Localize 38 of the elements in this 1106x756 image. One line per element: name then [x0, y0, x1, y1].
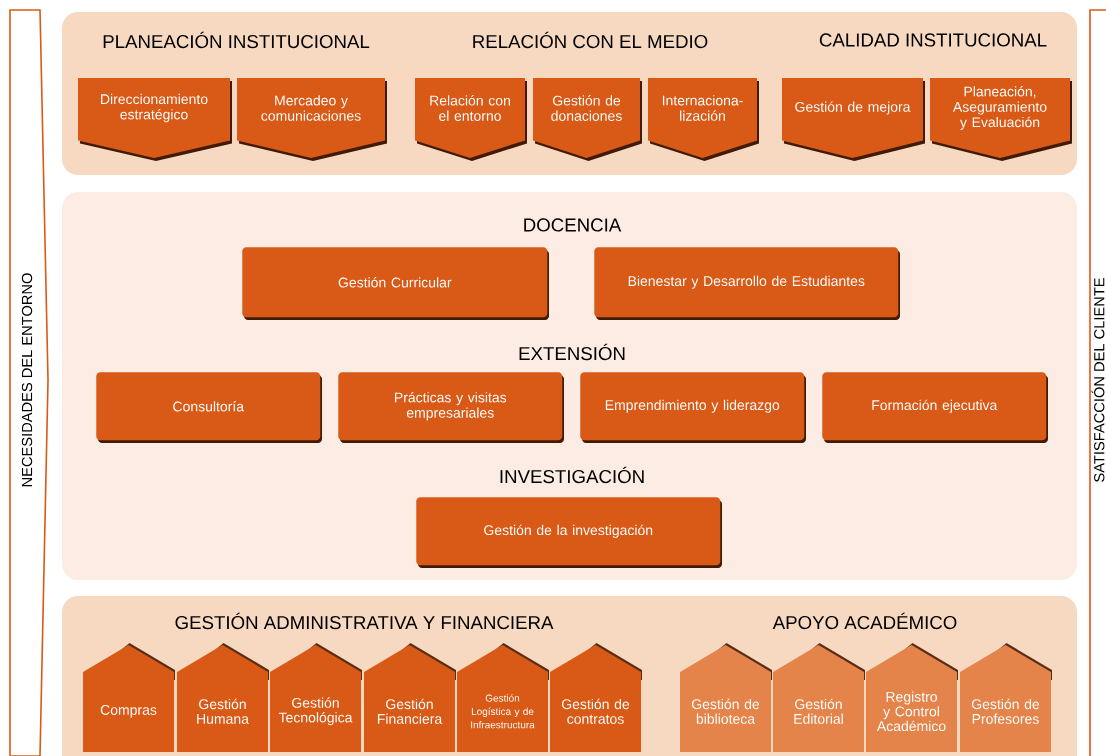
process-box: Gestión de la investigación	[416, 497, 722, 568]
node-label: Gestión Tecnológica	[278, 697, 353, 726]
section-heading: DOCENCIA	[524, 218, 622, 232]
node-label: Gestión Humana	[197, 698, 249, 724]
section-heading: GESTIÓN ADMINISTRATIVA Y FINANCIERA	[175, 612, 554, 630]
process-box: Gestión Curricular	[242, 247, 549, 320]
house-box: Compras	[83, 643, 175, 752]
node-label: Registro y Control Académico	[876, 691, 946, 732]
section-heading: INVESTIGACIÓN	[500, 466, 644, 484]
section-heading: RELACIÓN CON EL MEDIO	[473, 31, 708, 49]
process-box: Bienestar y Desarrollo de Estudiantes	[594, 247, 900, 320]
chevron-box: Internaciona- lización	[648, 78, 759, 161]
house-box: Gestión de biblioteca	[680, 643, 772, 752]
section-heading: PLANEACIÓN INSTITUCIONAL	[103, 31, 370, 49]
section-heading: APOYO ACADÉMICO	[772, 612, 957, 630]
chevron-box: Relación con el entorno	[415, 78, 527, 161]
house-box: Gestión de Profesores	[960, 643, 1052, 752]
node-label: Gestión de biblioteca	[691, 698, 760, 724]
house-box: Gestión Tecnológica	[270, 643, 362, 752]
node-label: Compras	[100, 704, 157, 718]
house-box: Gestión Financiera	[364, 643, 456, 752]
house-box: Gestión Editorial	[773, 643, 865, 752]
chevron-box: Direccionamiento estratégico	[78, 78, 232, 161]
house-box: Gestión Humana	[177, 643, 269, 752]
node-label: Gestión Financiera	[377, 698, 443, 724]
process-box: Emprendimiento y liderazgo	[580, 372, 806, 443]
section-heading: EXTENSIÓN	[519, 343, 625, 361]
process-box: Consultoría	[96, 372, 322, 443]
node-label: Gestión de contratos	[561, 698, 630, 724]
section-heading: CALIDAD INSTITUCIONAL	[819, 33, 1047, 47]
house-box: Gestión de contratos	[550, 643, 642, 752]
node-label: Gestión Logística y de Infraestructura	[471, 694, 535, 729]
process-box: Formación ejecutiva	[822, 372, 1048, 443]
node-label: Gestión Editorial	[794, 698, 843, 724]
process-box: Prácticas y visitas empresariales	[338, 372, 564, 443]
side-box: SATISFACCIÓN DEL CLIENTE	[1089, 9, 1106, 756]
house-box: Gestión Logística y de Infraestructura	[457, 643, 549, 752]
house-box: Registro y Control Académico	[866, 643, 958, 752]
